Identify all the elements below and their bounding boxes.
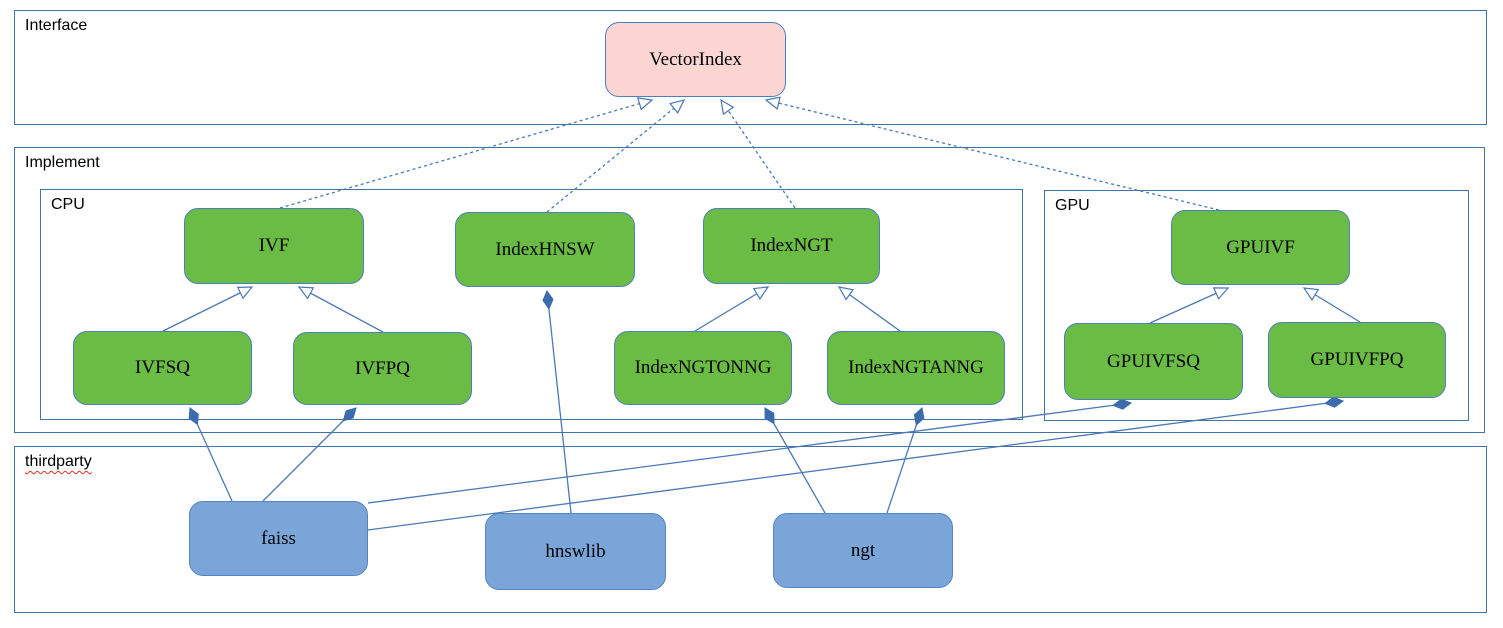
- implement-container-label: Implement: [25, 154, 100, 171]
- node-faiss-label: faiss: [261, 527, 296, 549]
- edge-gpuivfpq-to-gpuivf: [1302, 287, 1361, 323]
- node-hnswlib-label: hnswlib: [545, 540, 606, 562]
- cpu-container-label: CPU: [51, 196, 85, 213]
- node-indexhnsw-label: IndexHNSW: [495, 238, 595, 260]
- node-indexngtanng-label: IndexNGTANNG: [848, 357, 984, 378]
- edge-indexhnsw-to-vectorindex: [546, 99, 686, 213]
- edge-gpuivf-to-vectorindex: [764, 96, 1220, 211]
- node-ivf-label: IVF: [258, 235, 290, 256]
- edge-ivf-to-vectorindex: [279, 97, 654, 209]
- interface-container-label: Interface: [25, 17, 88, 34]
- node-hnswlib: hnswlib: [485, 513, 666, 590]
- edge-indexngtonng-to-indexngt: [694, 286, 770, 332]
- node-vectorindex-label: VectorIndex: [649, 48, 742, 70]
- node-gpuivf-label: GPUIVF: [1226, 236, 1295, 258]
- node-indexngtonng: IndexNGTONNG: [614, 331, 792, 405]
- gpu-container-label: GPU: [1055, 197, 1090, 214]
- node-ivf: IVF: [184, 208, 364, 284]
- node-gpuivfpq: GPUIVFPQ: [1268, 322, 1446, 398]
- node-gpuivfsq: GPUIVFSQ: [1064, 323, 1243, 400]
- edge-ivfpq-to-ivf: [297, 286, 384, 333]
- node-ivfpq-label: IVFPQ: [355, 357, 410, 379]
- node-gpuivfsq-label: GPUIVFSQ: [1107, 350, 1200, 372]
- thirdparty-container: thirdparty: [14, 446, 1487, 613]
- node-ivfpq: IVFPQ: [293, 332, 472, 405]
- implement-container: Implement: [14, 147, 1485, 433]
- edge-indexngtanng-to-indexngt: [837, 286, 901, 332]
- edge-ivfsq-to-ivf: [162, 286, 254, 332]
- node-ngt-label: ngt: [850, 539, 876, 561]
- edge-faiss-to-gpuivfsq: [367, 403, 1131, 504]
- edge-ngt-to-indexngtonng: [764, 408, 826, 514]
- edge-gpuivfsq-to-gpuivf: [1149, 287, 1230, 324]
- gpu-container: GPU: [1044, 190, 1469, 421]
- node-ivfsq: IVFSQ: [73, 331, 252, 405]
- cpu-container: CPU: [40, 189, 1023, 420]
- edge-faiss-to-gpuivfpq: [367, 401, 1343, 531]
- node-indexngtonng-label: IndexNGTONNG: [634, 357, 772, 378]
- node-indexngt-label: IndexNGT: [750, 235, 833, 256]
- node-indexngt: IndexNGT: [703, 208, 880, 284]
- node-gpuivfpq-label: GPUIVFPQ: [1310, 349, 1404, 370]
- node-ngt: ngt: [773, 513, 953, 588]
- node-indexhnsw: IndexHNSW: [455, 212, 635, 287]
- node-faiss: faiss: [189, 501, 368, 576]
- edge-faiss-to-ivfsq: [190, 408, 233, 502]
- node-indexngtanng: IndexNGTANNG: [827, 331, 1005, 405]
- edge-indexngt-to-vectorindex: [720, 98, 796, 209]
- interface-container: Interface: [14, 10, 1487, 125]
- edge-faiss-to-ivfpq: [262, 408, 356, 502]
- node-gpuivf: GPUIVF: [1171, 210, 1350, 285]
- node-vectorindex: VectorIndex: [605, 22, 786, 97]
- edge-ngt-to-indexngtanng: [886, 408, 922, 514]
- thirdparty-container-label: thirdparty: [25, 453, 92, 470]
- edge-hnswlib-to-indexhnsw: [547, 291, 572, 514]
- node-ivfsq-label: IVFSQ: [135, 357, 190, 378]
